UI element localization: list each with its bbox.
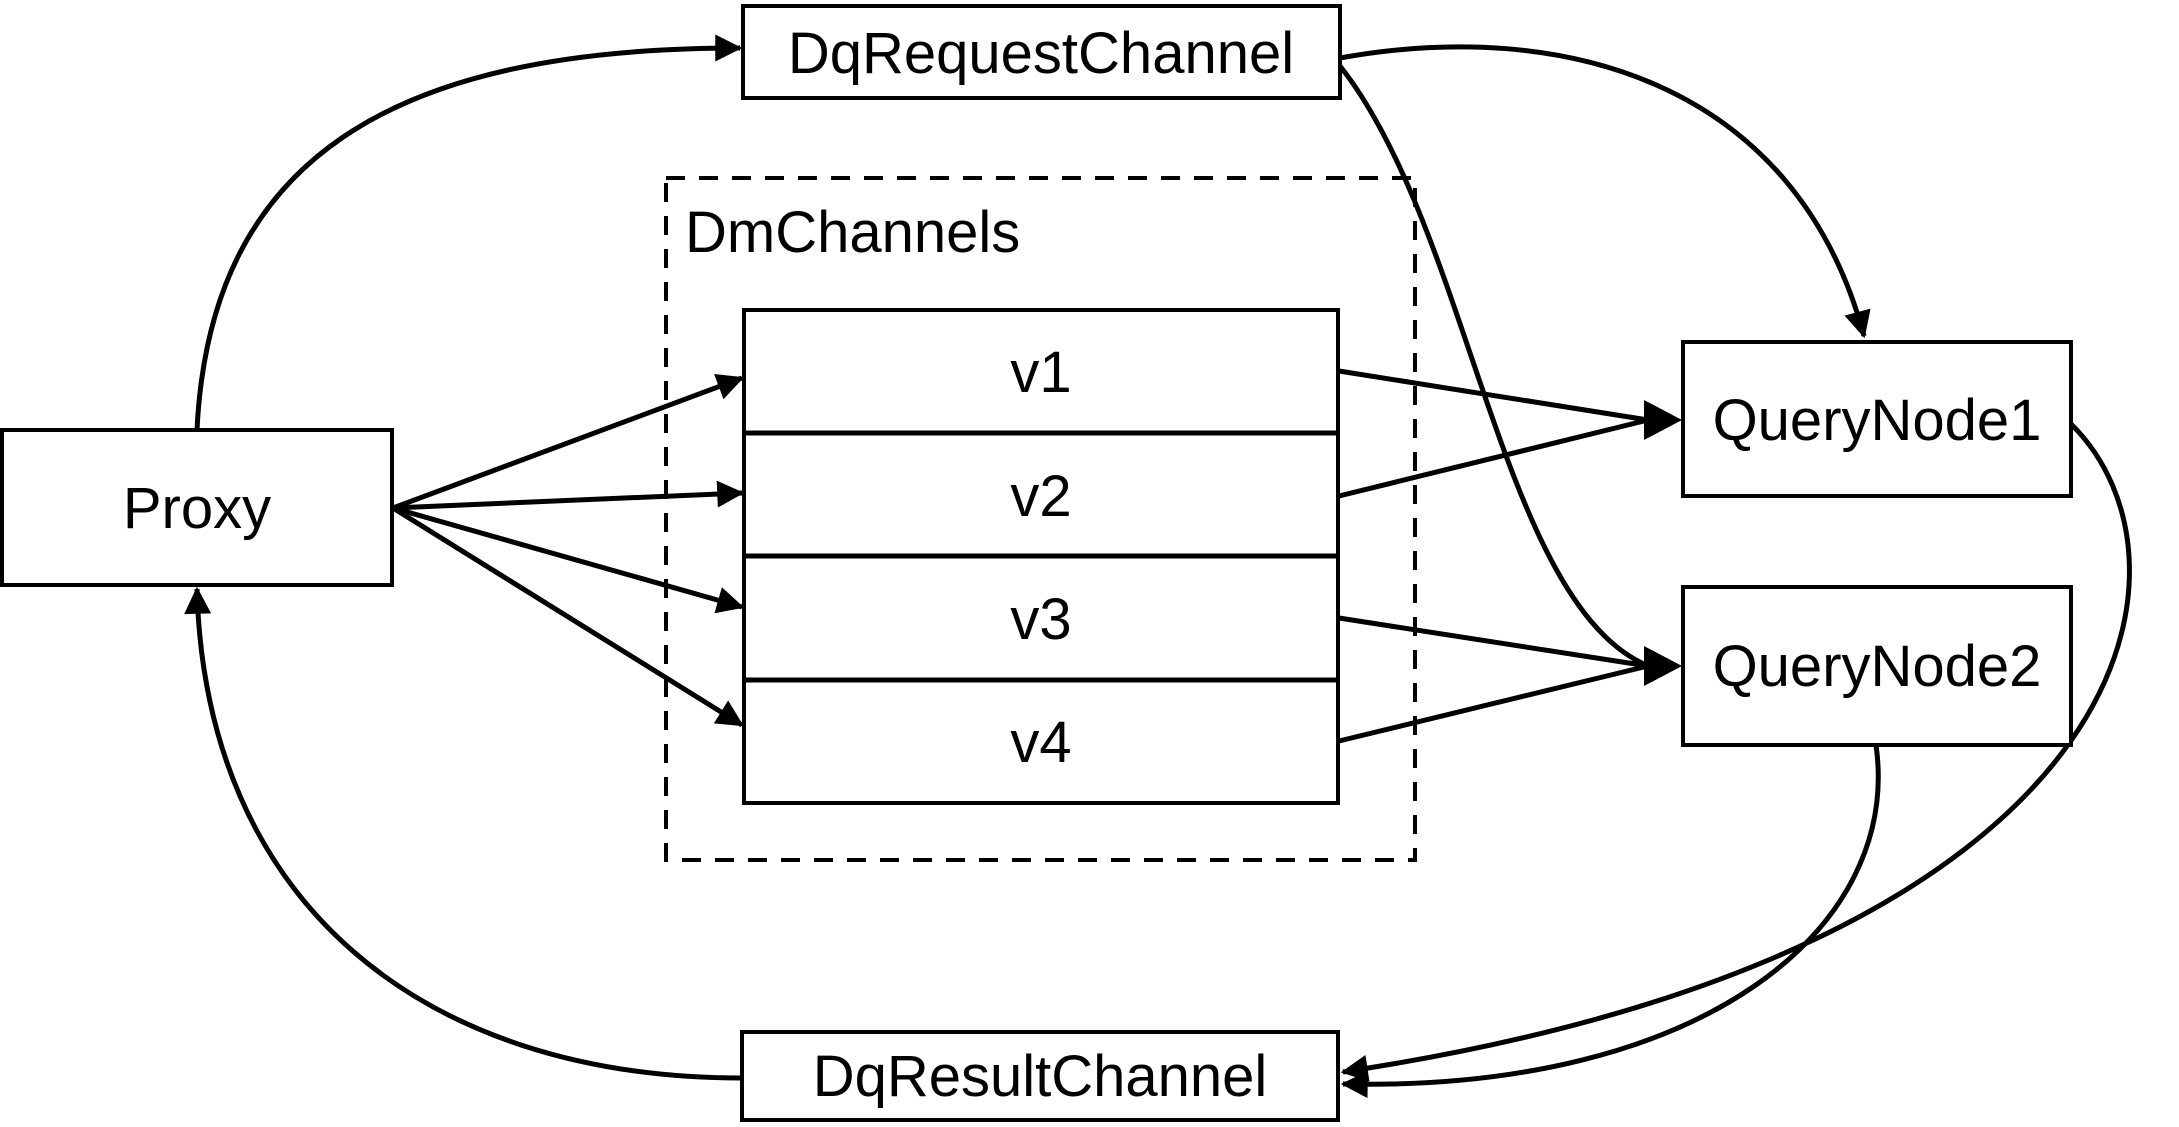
edge-proxy-to-v1 xyxy=(392,373,745,511)
edge-proxy-to-v3 xyxy=(392,505,745,614)
channel-v4-label: v4 xyxy=(1010,710,1071,775)
querynode1-arrowhead-icon xyxy=(1644,400,1682,440)
dq-request-channel-node-box xyxy=(741,4,1342,100)
edge-dqrequestchannel-to-querynode2 xyxy=(1338,64,1648,668)
query-node1-label: QueryNode1 xyxy=(1713,388,2042,453)
dq-result-channel-node-box xyxy=(740,1030,1340,1122)
query-node2-box xyxy=(1681,585,2073,747)
dq-request-channel-node-label: DqRequestChannel xyxy=(788,21,1294,86)
edge-v3-to-querynode2 xyxy=(1338,615,1649,669)
dm-channels-group-box xyxy=(664,176,1417,862)
edge-proxy-to-v2 xyxy=(392,480,745,511)
query-node1-box xyxy=(1681,340,2073,498)
proxy-node-label: Proxy xyxy=(123,476,271,541)
edge-dqresultchannel-to-proxy xyxy=(184,586,743,1081)
dq-result-channel-node-label: DqResultChannel xyxy=(813,1044,1268,1109)
dm-channels-group-label: DmChannels xyxy=(685,200,1020,265)
querynode2-arrowhead-icon xyxy=(1644,646,1682,686)
edge-v4-to-querynode2 xyxy=(1338,663,1649,744)
edge-proxy-to-v4 xyxy=(391,505,744,728)
edge-querynode1-to-dqresultchannel xyxy=(1340,422,2132,1082)
query-node2-label: QueryNode2 xyxy=(1713,634,2042,699)
edge-dqrequestchannel-to-querynode1 xyxy=(1339,44,1871,339)
channel-v3-label: v3 xyxy=(1010,587,1071,652)
channel-v1-label: v1 xyxy=(1010,340,1071,405)
channel-v2-label: v2 xyxy=(1010,464,1071,529)
edge-v2-to-querynode1 xyxy=(1338,417,1649,499)
edge-proxy-to-dqrequestchannel xyxy=(194,34,743,431)
proxy-node-box xyxy=(0,428,394,587)
edge-querynode2-to-dqresultchannel xyxy=(1340,744,1881,1099)
edge-v1-to-querynode1 xyxy=(1338,368,1649,423)
